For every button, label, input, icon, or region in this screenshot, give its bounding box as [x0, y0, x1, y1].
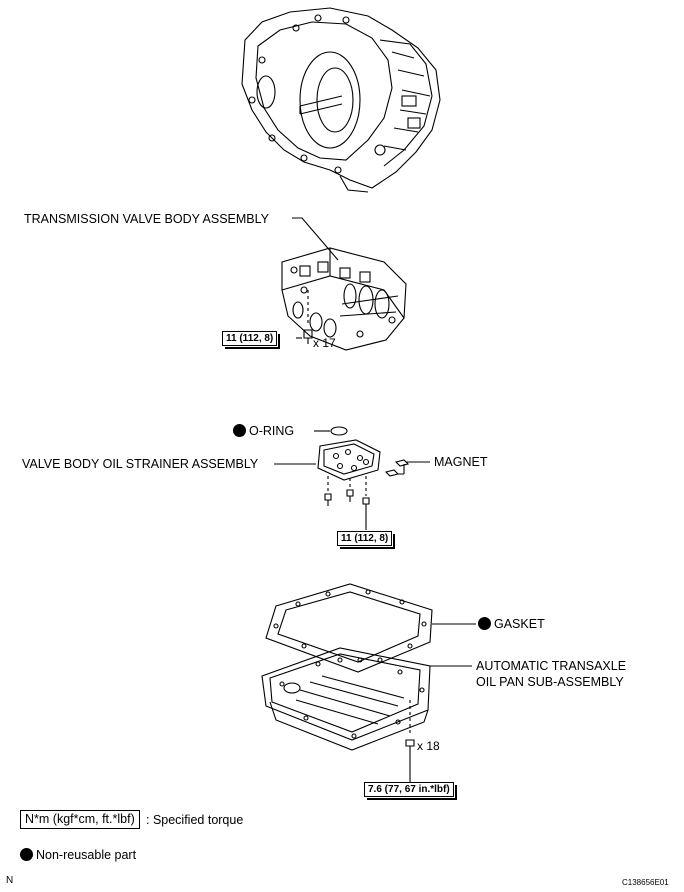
oil-pan-torque-box: 7.6 (77, 67 in.*lbf)	[364, 782, 457, 800]
magnet-label: MAGNET	[434, 455, 488, 469]
valve-body-torque-box: 11 (112, 8)	[222, 331, 281, 349]
transaxle-housing-drawing	[241, 7, 441, 193]
strainer-label: VALVE BODY OIL STRAINER ASSEMBLY	[22, 457, 259, 471]
legend-torque-desc: : Specified torque	[146, 813, 244, 827]
magnet-drawing	[384, 459, 430, 477]
figure-id: C138656E01	[622, 878, 669, 887]
gasket-drawing	[265, 583, 476, 673]
oil-pan-bolt-qty: x 18	[417, 739, 440, 753]
gasket-label: GASKET	[478, 617, 545, 631]
strainer-drawing	[274, 439, 381, 530]
corner-mark: N	[6, 875, 14, 886]
oil-pan-label-line2: OIL PAN SUB-ASSEMBLY	[476, 675, 624, 689]
non-reusable-dot-icon	[20, 848, 33, 861]
legend-non-reusable: Non-reusable part	[20, 848, 136, 862]
non-reusable-dot-icon	[478, 617, 491, 630]
valve-body-label: TRANSMISSION VALVE BODY ASSEMBLY	[24, 212, 269, 226]
oil-pan-label-line1: AUTOMATIC TRANSAXLE	[476, 659, 627, 673]
oil-pan-drawing	[261, 647, 472, 782]
o-ring-drawing	[330, 426, 348, 436]
valve-body-drawing	[281, 217, 407, 351]
o-ring-label: O-RING	[233, 424, 294, 438]
valve-body-bolt-qty: x 17	[313, 336, 336, 350]
legend-torque-unit-box: N*m (kgf*cm, ft.*lbf)	[20, 810, 140, 829]
strainer-torque-box: 11 (112, 8)	[337, 531, 396, 549]
non-reusable-dot-icon	[233, 424, 246, 437]
